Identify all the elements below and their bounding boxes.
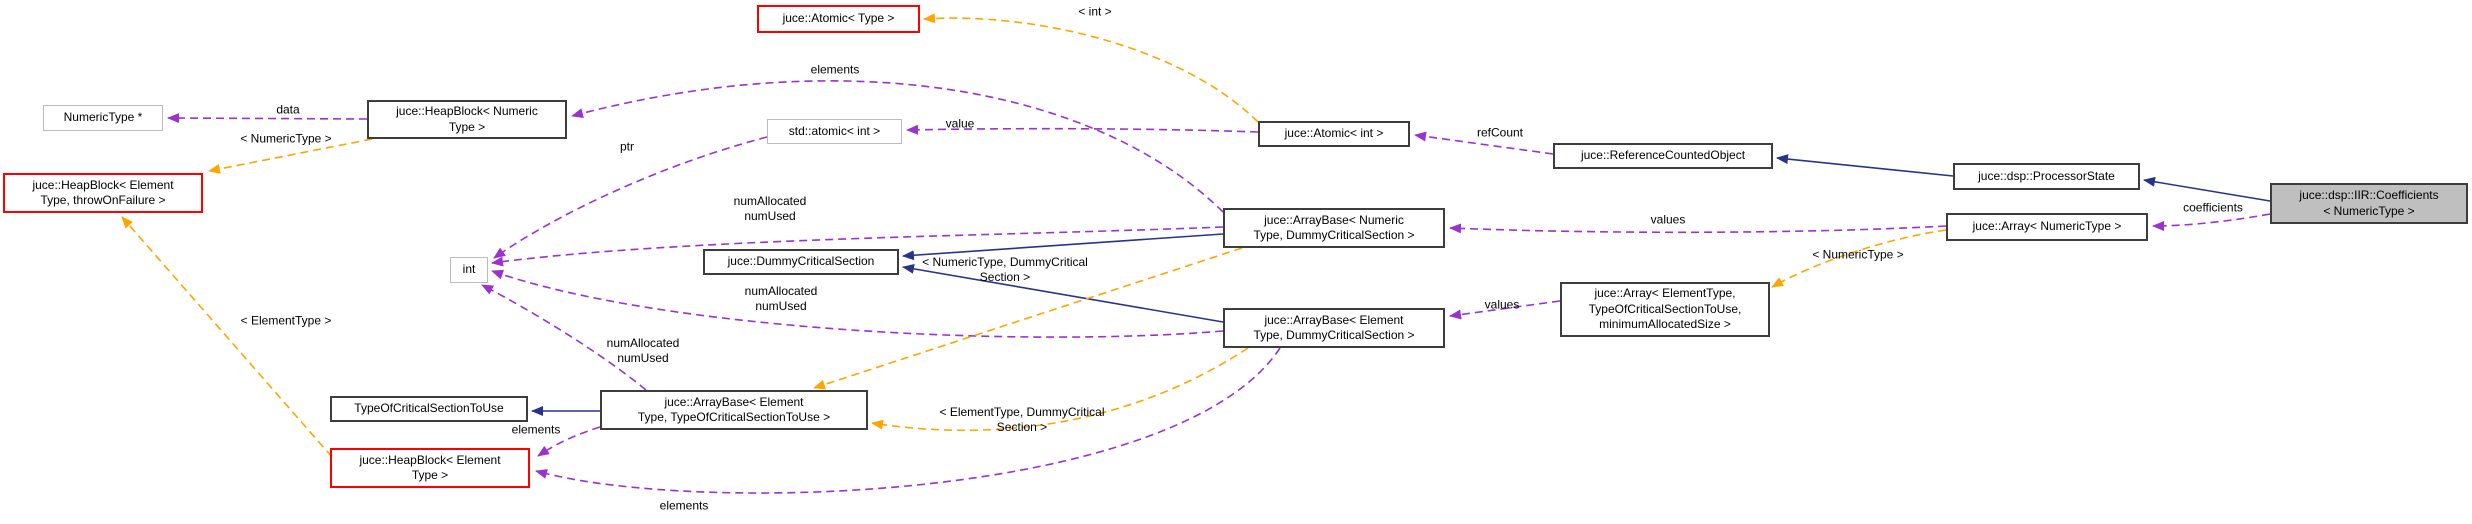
node-int: int: [450, 257, 488, 283]
edge-inherit-processorstate-refcounted: [1776, 154, 1954, 177]
edge-label-value: value: [945, 116, 975, 131]
edge-member-numallocated-2: [491, 269, 1224, 338]
node-label: juce::dsp::ProcessorState: [1978, 168, 2115, 183]
node-label: juce::HeapBlock< Element: [32, 177, 174, 192]
node-label: Type, TypeOfCriticalSectionToUse >: [637, 410, 831, 424]
node-label: juce::ArrayBase< Numeric: [1264, 212, 1404, 227]
edge-label-elements-numeric: elements: [810, 62, 860, 77]
edge-label-refcount: refCount: [1476, 125, 1524, 140]
node-label: std::atomic< int >: [788, 123, 881, 138]
node-heapblock-element[interactable]: juce::HeapBlock< Element Type >: [330, 448, 530, 488]
edge-label-values-numeric: values: [1650, 212, 1686, 227]
node-processorstate[interactable]: juce::dsp::ProcessorState: [1953, 163, 2140, 190]
edge-inherit-arraybaseelement-dummycritical: [902, 263, 1224, 323]
edge-label-line: numUsed: [744, 209, 796, 223]
node-label: juce::HeapBlock< Element: [359, 452, 501, 467]
node-label: minimumAllocatedSize >: [1599, 317, 1731, 332]
edge-template-element-dummy: [871, 347, 1249, 432]
node-coefficients-current: juce::dsp::IIR::Coefficients < NumericTy…: [2270, 183, 2468, 224]
node-arraybase-numeric-dummy[interactable]: juce::ArrayBase< Numeric Type, DummyCrit…: [1223, 208, 1445, 248]
edge-label-line: < ElementType, DummyCritical: [939, 405, 1105, 419]
edge-member-ptr: [493, 136, 768, 259]
node-label: < NumericType >: [2323, 203, 2415, 218]
node-heapblock-element-throwonfailure[interactable]: juce::HeapBlock< Element Type, throwOnFa…: [3, 173, 203, 213]
edge-label-numallocated-2: numAllocated numUsed: [745, 284, 818, 314]
node-atomic-int[interactable]: juce::Atomic< int >: [1258, 121, 1410, 147]
edge-label-line: numUsed: [755, 299, 807, 313]
edge-label-line: < NumericType, DummyCritical: [922, 255, 1088, 269]
edge-label-ptr: ptr: [619, 139, 635, 154]
edge-member-numallocated-3: [481, 284, 647, 391]
node-label: juce::ArrayBase< Element: [664, 394, 804, 409]
node-referencecountedobject[interactable]: juce::ReferenceCountedObject: [1553, 143, 1773, 169]
node-label: TypeOfCriticalSectionToUse,: [1588, 301, 1742, 316]
node-label: juce::ArrayBase< Element: [1264, 312, 1404, 327]
edge-label-template-element-dummy: < ElementType, DummyCritical Section >: [939, 405, 1104, 435]
edge-member-data: [167, 113, 368, 124]
node-label: Type >: [448, 119, 486, 134]
node-numerictype-ptr: NumericType *: [43, 105, 163, 131]
node-label: int: [462, 262, 476, 277]
edge-label-elements-element: elements: [659, 498, 709, 513]
edge-inherit-arraybasenumeric-dummycritical: [902, 233, 1224, 261]
node-label: juce::Atomic< int >: [1284, 126, 1384, 141]
node-label: juce::ReferenceCountedObject: [1580, 148, 1746, 163]
edge-label-template-numerictype: < NumericType >: [240, 131, 332, 146]
edge-label-numallocated-1: numAllocated numUsed: [734, 194, 807, 224]
node-label: juce::Atomic< Type >: [782, 11, 895, 26]
edge-label-template-numeric-dummy: < NumericType, DummyCritical Section >: [922, 255, 1088, 285]
node-label: juce::Array< ElementType,: [1594, 286, 1736, 301]
edge-member-numallocated-1: [491, 226, 1224, 267]
edge-template-numerictype: [208, 138, 373, 174]
edge-template-int: [923, 13, 1259, 123]
node-label: TypeOfCriticalSectionToUse: [354, 401, 504, 416]
node-label: juce::Array< NumericType >: [1972, 219, 2122, 234]
node-array-numerictype[interactable]: juce::Array< NumericType >: [1946, 213, 2148, 241]
edge-member-values-numeric: [1449, 223, 1947, 234]
node-atomic-type[interactable]: juce::Atomic< Type >: [757, 5, 920, 33]
node-label: Type >: [411, 468, 449, 482]
edge-label-template-elementtype: < ElementType >: [240, 313, 332, 328]
node-label: juce::HeapBlock< Numeric: [396, 104, 538, 119]
node-array-element-typeofcritical-min[interactable]: juce::Array< ElementType, TypeOfCritical…: [1560, 282, 1770, 337]
edge-member-elements-generic: [537, 426, 601, 457]
node-dummycriticalsection[interactable]: juce::DummyCriticalSection: [703, 249, 899, 275]
node-arraybase-element-dummy[interactable]: juce::ArrayBase< Element Type, DummyCrit…: [1223, 308, 1445, 348]
node-std-atomic-int: std::atomic< int >: [767, 119, 902, 144]
edge-label-line: numAllocated: [606, 336, 680, 350]
edge-template-numeric-dummy: [813, 247, 1243, 390]
edge-member-value: [906, 124, 1259, 135]
node-label: Type, throwOnFailure >: [40, 193, 166, 207]
node-label: juce::DummyCriticalSection: [727, 254, 875, 269]
edge-label-values-element: values: [1484, 297, 1520, 312]
edge-label-line: Section >: [979, 270, 1031, 284]
edge-member-elements-numeric: [571, 80, 1224, 213]
edge-member-values-element: [1449, 300, 1561, 320]
edge-label-line: numAllocated: [744, 284, 818, 298]
node-label: NumericType *: [63, 110, 143, 125]
edge-member-refcount: [1414, 131, 1554, 155]
edge-label-elements-generic: elements: [511, 422, 561, 437]
node-heapblock-numeric[interactable]: juce::HeapBlock< Numeric Type >: [367, 100, 567, 139]
node-arraybase-element-typeofcritical[interactable]: juce::ArrayBase< Element Type, TypeOfCri…: [600, 390, 868, 430]
edge-label-template-numerictype-2: < NumericType >: [1812, 247, 1904, 262]
edge-label-coefficients: coefficients: [2183, 200, 2243, 215]
node-label: Type, DummyCriticalSection >: [1253, 328, 1415, 342]
edge-label-numallocated-3: numAllocated numUsed: [607, 336, 680, 366]
node-typeofcriticalsectiontouse[interactable]: TypeOfCriticalSectionToUse: [330, 396, 528, 422]
edge-template-numerictype-2: [1771, 229, 1947, 288]
edge-template-elementtype: [121, 216, 333, 458]
edge-label-line: numAllocated: [733, 194, 807, 208]
edge-label-line: Section >: [996, 420, 1048, 434]
node-label: Type, DummyCriticalSection >: [1253, 228, 1415, 242]
edge-label-template-int: < int >: [1078, 4, 1112, 19]
edge-member-elements-element: [535, 347, 1281, 494]
edge-member-coefficients: [2152, 213, 2271, 231]
edge-inherit-coefficients-processorstate: [2143, 176, 2271, 202]
edge-label-data: data: [276, 102, 300, 117]
edge-label-line: numUsed: [617, 351, 669, 365]
node-label: juce::dsp::IIR::Coefficients: [2299, 188, 2439, 203]
